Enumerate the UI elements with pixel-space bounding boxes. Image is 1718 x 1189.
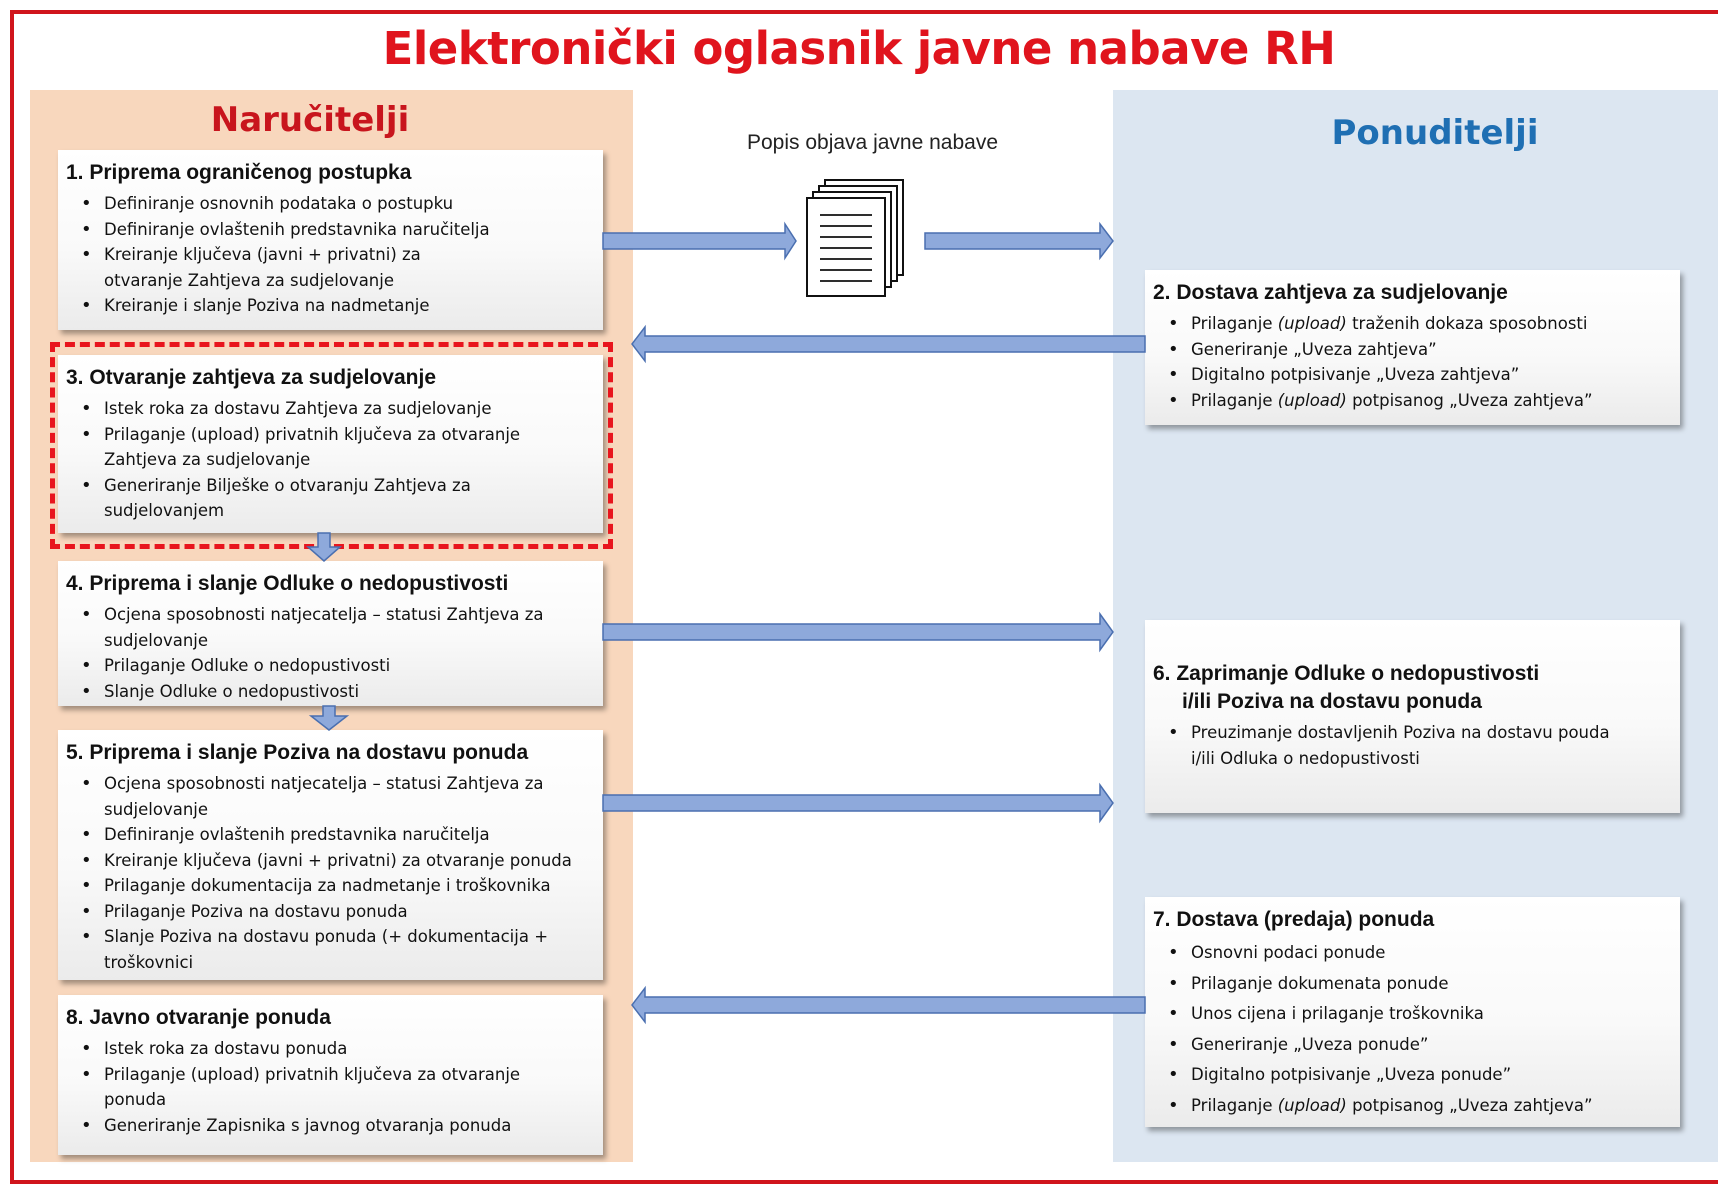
step-7-title: 7. Dostava (predaja) ponuda xyxy=(1153,908,1435,931)
step-3-title: 3. Otvaranje zahtjeva za sudjelovanje xyxy=(66,366,436,389)
arrow-step1-to-list xyxy=(602,221,797,261)
list-item: Kreiranje ključeva (javni + privatni) za… xyxy=(66,242,591,293)
diagram-title: Elektronički oglasnik javne nabave RH xyxy=(382,22,1336,75)
step-5-title: 5. Priprema i slanje Poziva na dostavu p… xyxy=(66,741,529,764)
arrow-step7-to-step8 xyxy=(631,985,1146,1025)
list-item: Definiranje ovlaštenih predstavnika naru… xyxy=(66,822,591,848)
list-item: Generiranje Zapisnika s javnog otvaranja… xyxy=(66,1113,591,1139)
step-1-box: 1. Priprema ograničenog postupka Definir… xyxy=(58,150,603,330)
outer-frame xyxy=(10,10,1718,1184)
list-item: Prilaganje (upload) privatnih ključeva z… xyxy=(66,422,591,473)
list-item: Unos cijena i prilaganje troškovnika xyxy=(1153,999,1668,1030)
arrow-step5-to-step6 xyxy=(602,782,1114,824)
list-item: Generiranje Bilješke o otvaranju Zahtjev… xyxy=(66,473,591,524)
list-item: Definiranje osnovnih podataka o postupku xyxy=(66,191,591,217)
arrow-step4-to-step5 xyxy=(308,705,350,731)
step-5-box: 5. Priprema i slanje Poziva na dostavu p… xyxy=(58,730,603,980)
list-item: Prilaganje (upload) privatnih ključeva z… xyxy=(66,1062,591,1113)
step-8-box: 8. Javno otvaranje ponuda Istek roka za … xyxy=(58,995,603,1155)
step-6-box: 6. Zaprimanje Odluke o nedopustivosti i/… xyxy=(1145,620,1680,813)
step-2-box: 2. Dostava zahtjeva za sudjelovanje Pril… xyxy=(1145,270,1680,425)
documents-icon xyxy=(806,179,904,297)
arrow-step2-to-step3 xyxy=(631,324,1146,364)
list-item: Generiranje „Uveza ponude” xyxy=(1153,1030,1668,1061)
list-item: Prilaganje Odluke o nedopustivosti xyxy=(66,653,591,679)
step-4-box: 4. Priprema i slanje Odluke o nedopustiv… xyxy=(58,561,603,706)
list-item: Kreiranje i slanje Poziva na nadmetanje xyxy=(66,293,591,319)
step-2-title: 2. Dostava zahtjeva za sudjelovanje xyxy=(1153,281,1508,304)
step-1-title: 1. Priprema ograničenog postupka xyxy=(66,161,412,184)
arrow-step3-to-step4 xyxy=(306,532,342,562)
list-item: Istek roka za dostavu Zahtjeva za sudjel… xyxy=(66,396,591,422)
step-7-box: 7. Dostava (predaja) ponuda Osnovni poda… xyxy=(1145,897,1680,1127)
list-item: Definiranje ovlaštenih predstavnika naru… xyxy=(66,217,591,243)
list-item: Prilaganje (upload) potpisanog „Uveza za… xyxy=(1153,388,1668,414)
arrow-list-to-bidders xyxy=(924,221,1114,261)
step-6-title-line2: i/ili Poziva na dostavu ponuda xyxy=(1182,690,1482,713)
list-item: Ocjena sposobnosti natjecatelja – status… xyxy=(66,771,591,822)
step-4-title: 4. Priprema i slanje Odluke o nedopustiv… xyxy=(66,572,509,595)
list-item: Preuzimanje dostavljenih Poziva na dosta… xyxy=(1153,720,1668,771)
narucitelji-heading: Naručitelji xyxy=(210,100,410,140)
list-item: Prilaganje (upload) traženih dokaza spos… xyxy=(1153,311,1668,337)
ponuditelji-heading: Ponuditelji xyxy=(1331,113,1539,153)
list-item: Prilaganje (upload) potpisanog „Uveza za… xyxy=(1153,1091,1668,1122)
step-3-box: 3. Otvaranje zahtjeva za sudjelovanje Is… xyxy=(58,355,603,533)
list-item: Slanje Odluke o nedopustivosti xyxy=(66,679,591,705)
list-item: Osnovni podaci ponude xyxy=(1153,938,1668,969)
list-item: Prilaganje Poziva na dostavu ponuda xyxy=(66,899,591,925)
document-list-label: Popis objava javne nabave xyxy=(746,131,998,154)
list-item: Kreiranje ključeva (javni + privatni) za… xyxy=(66,848,591,874)
list-item: Prilaganje dokumenata ponude xyxy=(1153,969,1668,1000)
step-6-title: 6. Zaprimanje Odluke o nedopustivosti xyxy=(1153,662,1540,685)
step-8-title: 8. Javno otvaranje ponuda xyxy=(66,1006,331,1029)
list-item: Digitalno potpisivanje „Uveza ponude” xyxy=(1153,1060,1668,1091)
list-item: Digitalno potpisivanje „Uveza zahtjeva” xyxy=(1153,362,1668,388)
list-item: Slanje Poziva na dostavu ponuda (+ dokum… xyxy=(66,924,591,975)
list-item: Ocjena sposobnosti natjecatelja – status… xyxy=(66,602,591,653)
list-item: Generiranje „Uveza zahtjeva” xyxy=(1153,337,1668,363)
arrow-step4-to-step6 xyxy=(602,611,1114,653)
list-item: Istek roka za dostavu ponuda xyxy=(66,1036,591,1062)
list-item: Prilaganje dokumentacija za nadmetanje i… xyxy=(66,873,591,899)
